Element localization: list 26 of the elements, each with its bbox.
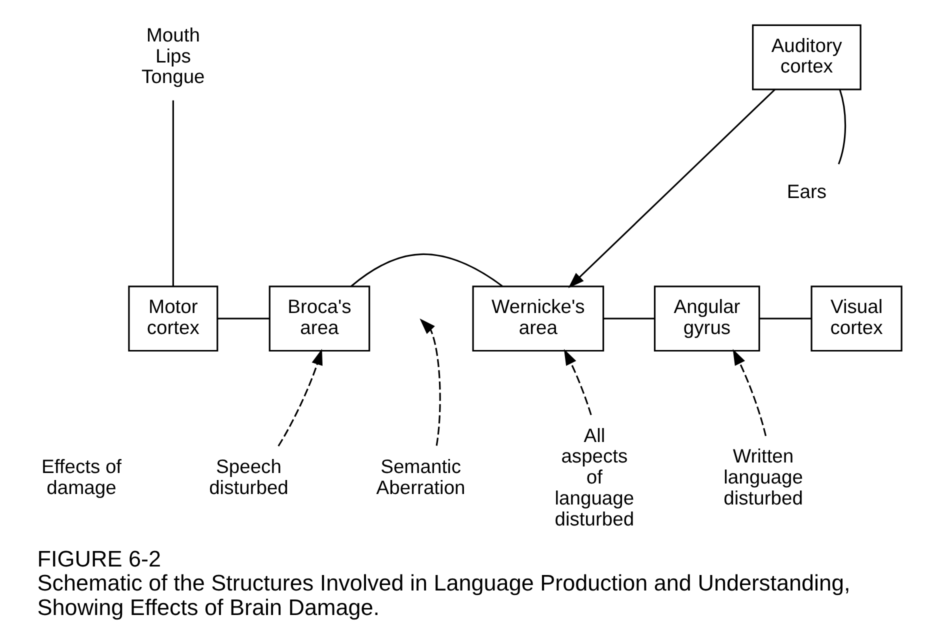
node-box: Motor cortex	[128, 286, 218, 352]
arrow	[278, 348, 323, 446]
arrow	[420, 318, 441, 446]
node-text: Ears	[786, 182, 827, 204]
node-text: Semantic Aberration	[376, 457, 466, 500]
node-text: All aspects of language disturbed	[554, 426, 634, 530]
diagram-title: FIGURE 6-2	[37, 546, 162, 572]
connector	[603, 318, 654, 320]
connector	[172, 100, 174, 286]
node-box: Visual cortex	[810, 286, 902, 352]
connector	[350, 253, 503, 287]
arrow	[732, 348, 767, 436]
node-text: Speech disturbed	[209, 457, 288, 500]
node-box: Angular gyrus	[654, 286, 760, 352]
arrow	[564, 348, 592, 416]
caption: Schematic of the Structures Involved in Language Production and Understanding, Showing Effects of Brain Damage.	[37, 570, 850, 620]
node-box: Broca's area	[268, 286, 370, 352]
node-box: Wernicke's area	[472, 286, 604, 352]
node-text: Written language disturbed	[724, 446, 803, 510]
arrow	[568, 88, 776, 288]
node-box: Auditory cortex	[752, 24, 862, 90]
connector	[760, 318, 812, 320]
connector	[838, 89, 846, 164]
node-text: Mouth Lips Tongue	[142, 25, 205, 88]
connector	[218, 318, 270, 320]
label: Effects of damage	[42, 457, 122, 500]
